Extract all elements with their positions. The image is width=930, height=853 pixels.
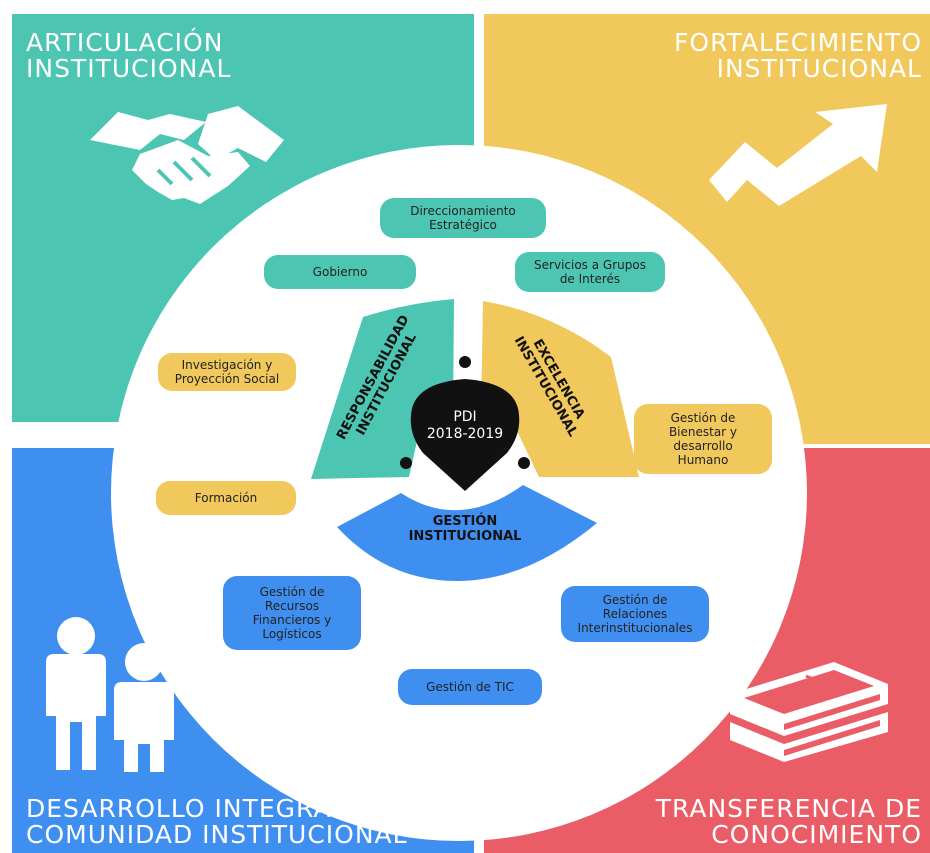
pdi-label: PDI 2018-2019 <box>411 409 519 443</box>
title-line: FORTALECIMIENTO <box>674 28 922 57</box>
pdi-line: PDI <box>453 409 477 425</box>
pill-line: Gestión de <box>602 593 668 607</box>
dot-marker <box>459 356 471 368</box>
pill-line: Gestión de <box>670 411 736 425</box>
pdi-line: 2018-2019 <box>426 426 504 442</box>
pill-line: Investigación y <box>181 358 273 372</box>
quadrant-title-fortalecimiento: FORTALECIMIENTO INSTITUCIONAL <box>674 30 922 82</box>
title-line: DESARROLLO INTEGRAL <box>26 794 347 823</box>
books-icon <box>730 662 888 762</box>
process-formacion: Formación <box>156 481 296 515</box>
pdi-pin <box>410 379 520 491</box>
title-line: CONOCIMIENTO <box>711 820 922 849</box>
title-line: INSTITUCIONAL <box>26 54 232 83</box>
trend-arrow-icon <box>709 104 887 206</box>
pdi-circle <box>111 145 807 841</box>
circle-background <box>111 145 807 841</box>
pill-line: Direccionamiento <box>410 204 516 218</box>
pill-line: Estratégico <box>429 218 497 232</box>
pill-line: Interinstitucionales <box>577 621 693 635</box>
title-line: INSTITUCIONAL <box>716 54 922 83</box>
segment-label-gestion: GESTIÓN INSTITUCIONAL <box>390 514 540 544</box>
pill-line: Financieros y <box>252 613 332 627</box>
pill-line: Gestión de <box>259 585 325 599</box>
dot-marker <box>400 457 412 469</box>
segment-excelencia <box>481 301 639 477</box>
pill-line: Logísticos <box>262 627 322 641</box>
pill-line: de Interés <box>559 272 621 286</box>
pill-line: Servicios a Grupos <box>534 258 646 272</box>
pill-line: Relaciones <box>602 607 668 621</box>
dot-marker <box>518 457 530 469</box>
pill-line: Proyección Social <box>174 372 280 386</box>
process-tic: Gestión de TIC <box>398 669 542 705</box>
pill-line: Gestión de TIC <box>426 680 514 694</box>
title-line: ARTICULACIÓN <box>26 28 224 57</box>
quadrant-title-articulacion: ARTICULACIÓN INSTITUCIONAL <box>26 30 231 82</box>
segment-gestion <box>337 485 597 581</box>
pill-line: desarrollo <box>673 439 733 453</box>
handshake-icon <box>90 106 284 204</box>
segment-line: INSTITUCIONAL <box>408 529 522 544</box>
quadrant-title-transferencia: TRANSFERENCIA DE CONOCIMIENTO <box>656 796 922 848</box>
segment-line: GESTIÓN <box>432 514 498 529</box>
pill-line: Bienestar y <box>668 425 738 439</box>
pill-line: Formación <box>194 491 258 505</box>
pill-line: Humano <box>677 453 729 467</box>
pill-line: Gobierno <box>312 265 368 279</box>
title-line: COMUNIDAD INSTITUCIONAL <box>26 820 408 849</box>
process-gobierno: Gobierno <box>264 255 416 289</box>
pill-line: Recursos <box>264 599 320 613</box>
quadrant-title-desarrollo: DESARROLLO INTEGRAL COMUNIDAD INSTITUCIO… <box>26 796 408 848</box>
title-line: TRANSFERENCIA DE <box>655 794 922 823</box>
